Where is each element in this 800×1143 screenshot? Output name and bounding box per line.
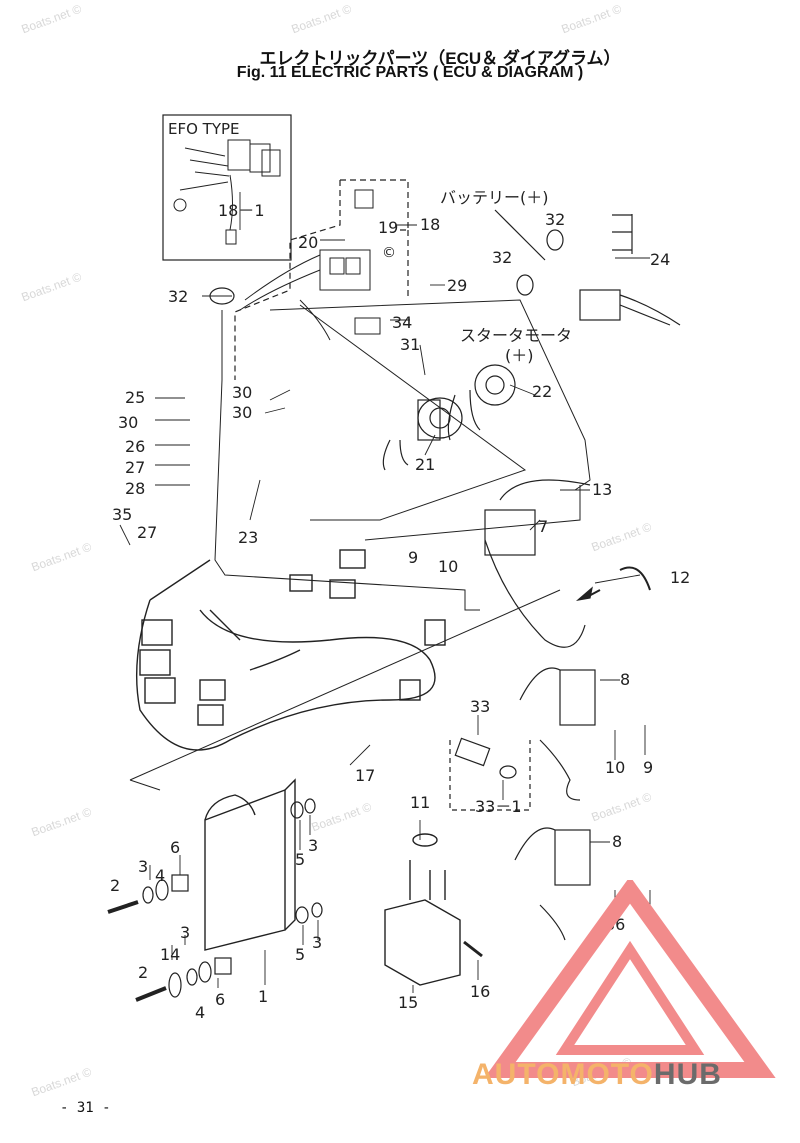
temp-sensor-33 [454, 737, 517, 779]
battery-cable-leader [494, 209, 546, 261]
starter-motor-label: スタータモータ [460, 326, 573, 345]
callout-10: 10 [438, 557, 459, 576]
callout-30: 30 [232, 383, 253, 402]
callout-26: 26 [125, 437, 146, 456]
starter-solenoid-21 [382, 397, 463, 471]
callout-13: 13 [592, 480, 613, 499]
callout-8: 8 [620, 670, 631, 689]
callout-33: 33 [470, 697, 491, 716]
logo-text-part2: HUB [653, 1058, 722, 1091]
callout-2: 2 [138, 963, 149, 982]
automotohub-logo [484, 880, 776, 1078]
ecu-unit-1 [204, 778, 296, 951]
logo-text: AUTOMOTOHUB [472, 1058, 722, 1092]
page-number: - 31 - [60, 1100, 111, 1116]
callout-32: 32 [545, 210, 566, 229]
callout-9: 9 [643, 758, 654, 777]
relay-block [239, 189, 381, 341]
callout-5: 5 [295, 945, 306, 964]
copyright-mark: © [382, 245, 396, 261]
callout-30: 30 [232, 403, 253, 422]
cdi-unit-7 [484, 479, 591, 648]
callout-10: 10 [605, 758, 626, 777]
relay-group-box-18 [234, 179, 409, 380]
callout-21: 21 [415, 455, 436, 474]
callout-16: 16 [470, 982, 491, 1001]
callout-34: 34 [392, 313, 413, 332]
callout-9: 9 [408, 548, 419, 567]
callout-28: 28 [125, 479, 146, 498]
title-japanese: エレクトリックパーツ（ECU＆ ダイアグラム） [259, 49, 621, 68]
callout-30: 30 [118, 413, 139, 432]
callout-19: 19 [378, 218, 399, 237]
mount-hardware [107, 798, 483, 1002]
rectifier-15 [384, 833, 461, 986]
callout-4: 4 [195, 1003, 206, 1022]
callout-22: 22 [532, 382, 553, 401]
callout-3: 3 [180, 923, 191, 942]
callout-18: 18 [420, 215, 441, 234]
callout-23: 23 [238, 528, 259, 547]
callout-12: 12 [670, 568, 691, 587]
inset-label: EFO TYPE [168, 120, 240, 138]
callout-6: 6 [170, 838, 181, 857]
callout-32: 32 [168, 287, 189, 306]
terminal-cap [516, 274, 534, 296]
callout-4: 4 [155, 866, 166, 885]
callout-1: 1 [258, 987, 269, 1006]
plug-cap-12 [619, 566, 651, 591]
callout-33-1: 33－1 [475, 797, 522, 816]
callout-11: 11 [410, 793, 431, 812]
callout-31: 31 [400, 335, 421, 354]
callout-35: 35 [112, 505, 133, 524]
callout-15: 15 [398, 993, 419, 1012]
callout-3: 3 [138, 857, 149, 876]
main-harness-17 [135, 549, 446, 751]
efo-inset-box [162, 114, 292, 261]
callout-6: 6 [215, 990, 226, 1009]
callout-3: 3 [308, 836, 319, 855]
callout-8: 8 [612, 832, 623, 851]
callout-18-1: 18－1 [218, 201, 265, 220]
callout-24: 24 [650, 250, 671, 269]
figure-title: Fig. 11 ELECTRIC PARTS ( ECU & DIAGRAM ) [236, 64, 584, 81]
logo-text-part1: AUTOMOTO [472, 1058, 654, 1091]
callout-20: 20 [298, 233, 319, 252]
callout-17: 17 [355, 766, 376, 785]
callout-27: 27 [125, 458, 146, 477]
callout-5: 5 [295, 850, 306, 869]
logo-triangle [484, 880, 776, 1078]
efo-relay-assembly [173, 139, 281, 245]
battery-label: バッテリー(＋) [440, 188, 549, 207]
terminal-cap [546, 229, 564, 251]
leader-lines [119, 192, 651, 993]
harness-frame [129, 299, 591, 791]
callout-3: 3 [312, 933, 323, 952]
sensor-box-33 [449, 740, 531, 811]
logo-inner-triangle [555, 940, 705, 1055]
callout-14: 14 [160, 945, 181, 964]
callout-7: 7 [538, 517, 549, 536]
starter-solenoid-22 [447, 364, 516, 441]
ignition-coil-8a [519, 667, 596, 801]
callout-2: 2 [110, 876, 121, 895]
ignition-coil-8b [514, 827, 591, 941]
callout-25: 25 [125, 388, 146, 407]
callout-27: 27 [137, 523, 158, 542]
relay-24 [579, 214, 681, 326]
callout-32: 32 [492, 248, 513, 267]
callout-29: 29 [447, 276, 468, 295]
arrow-head [575, 586, 593, 601]
starter-motor-plus-label: (＋) [505, 346, 534, 365]
